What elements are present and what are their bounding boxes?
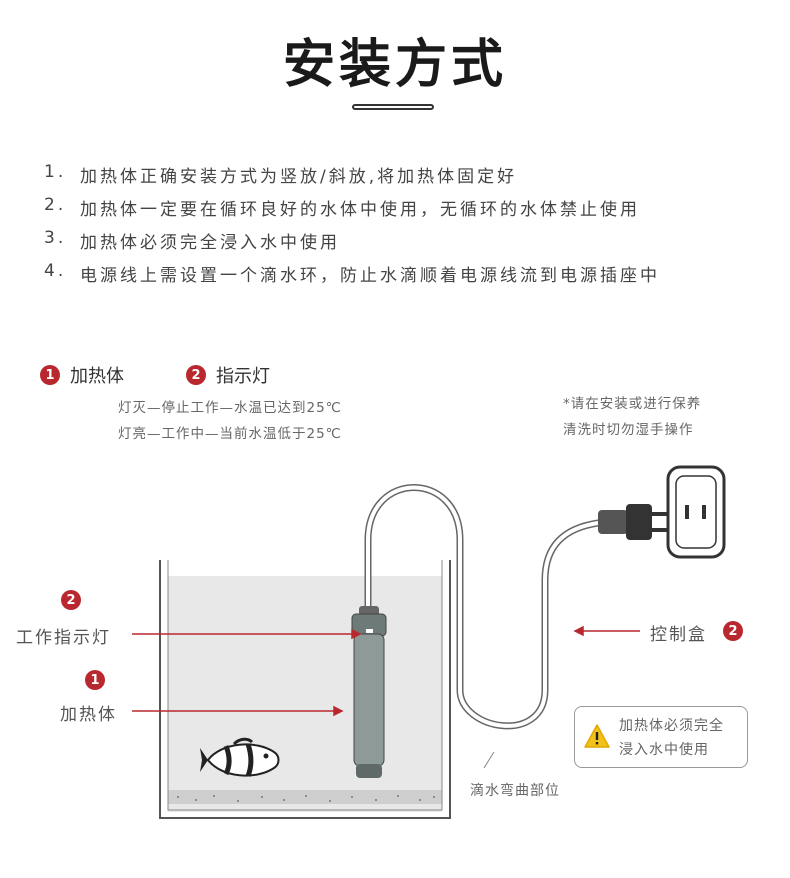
note-line: *请在安装或进行保养: [563, 396, 702, 412]
number-badge: 2: [723, 621, 743, 641]
heater-label: 加热体: [60, 705, 117, 725]
title-underline: [352, 104, 434, 110]
list-item: 2.加热体一定要在循环良好的水体中使用，无循环的水体禁止使用: [44, 195, 640, 220]
safety-note: *请在安装或进行保养 清洗时切勿湿手操作: [563, 391, 701, 443]
drip-loop-pointer: [483, 751, 495, 769]
clownfish-icon: [200, 737, 280, 777]
heater-body: [353, 633, 385, 767]
warning-text: 加热体必须完全 浸入水中使用: [619, 718, 724, 758]
callout-arrows: [132, 625, 640, 717]
plug-icon: [598, 504, 668, 540]
number-badge: 2: [186, 365, 206, 385]
legend-heater: 1 加热体: [40, 362, 124, 388]
legend-label: 指示灯: [216, 366, 270, 387]
note-line: 灯亮—工作中—当前水温低于25℃: [118, 426, 342, 442]
legend-indicator: 2 指示灯: [186, 362, 270, 388]
drip-loop-label: 滴水弯曲部位: [470, 783, 560, 799]
list-item: 4.电源线上需设置一个滴水环，防止水滴顺着电源线流到电源插座中: [44, 261, 660, 286]
gravel-dots: [177, 795, 435, 802]
note-line: 灯灭—停止工作—水温已达到25℃: [118, 400, 342, 416]
heater-foot: [356, 764, 382, 778]
number-badge: 1: [40, 365, 60, 385]
gravel: [168, 790, 442, 804]
note-line: 清洗时切勿湿手操作: [563, 422, 694, 438]
warning-icon: [584, 724, 610, 748]
page-title: 安装方式: [282, 35, 507, 95]
instruction-list: 1.加热体正确安装方式为竖放/斜放,将加热体固定好 2.加热体一定要在循环良好的…: [44, 162, 660, 294]
number-badge: 1: [85, 670, 105, 690]
control-box-label: 控制盒: [650, 625, 707, 645]
indicator-notes: 灯灭—停止工作—水温已达到25℃ 灯亮—工作中—当前水温低于25℃: [118, 395, 342, 447]
tank-inner-outline: [167, 560, 443, 811]
indicator-light: [366, 629, 373, 633]
list-item: 1.加热体正确安装方式为竖放/斜放,将加热体固定好: [44, 162, 518, 187]
water: [168, 576, 442, 812]
warning-box: 加热体必须完全 浸入水中使用: [574, 706, 748, 768]
indicator-light-label: 工作指示灯: [16, 628, 111, 648]
legend-label: 加热体: [70, 366, 124, 387]
tank-outline: [159, 560, 451, 819]
socket-icon: [666, 465, 726, 559]
list-item: 3.加热体必须完全浸入水中使用: [44, 228, 340, 253]
number-badge: 2: [61, 590, 81, 610]
